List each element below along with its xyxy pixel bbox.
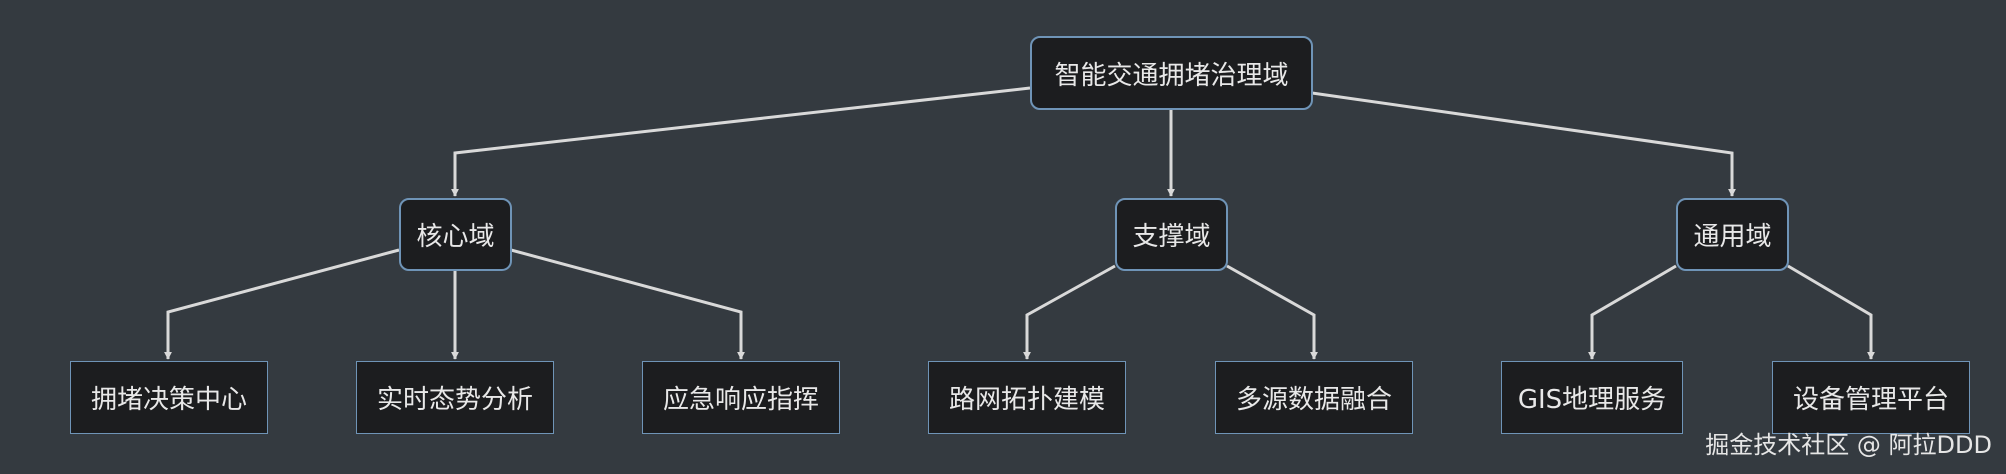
- leaf-node-label: GIS地理服务: [1517, 385, 1667, 415]
- edge-support-to-leaf-2: [1226, 264, 1318, 360]
- leaf-node-multi-source-data-fusion: 多源数据融合: [1215, 361, 1413, 434]
- root-node: 智能交通拥堵治理域: [1030, 36, 1313, 110]
- domain-node-label: 核心域: [416, 222, 495, 252]
- watermark-text: 掘金技术社区 @ 阿拉DDD: [1705, 431, 1992, 459]
- leaf-node-realtime-situation-analysis: 实时态势分析: [356, 361, 554, 434]
- edge-root-to-generic: [1311, 91, 1736, 197]
- domain-node-label: 支撑域: [1132, 222, 1211, 252]
- leaf-node-label: 设备管理平台: [1792, 385, 1949, 415]
- leaf-node-device-management-platform: 设备管理平台: [1772, 361, 1970, 434]
- leaf-node-label: 实时态势分析: [376, 385, 533, 415]
- edge-core-to-leaf-1: [164, 248, 400, 360]
- domain-node-label: 通用域: [1693, 222, 1772, 252]
- domain-node-generic: 通用域: [1676, 198, 1789, 271]
- leaf-node-label: 应急响应指挥: [662, 385, 819, 415]
- domain-node-core: 核心域: [399, 198, 512, 271]
- edge-generic-to-leaf-2: [1787, 264, 1875, 360]
- leaf-node-gis-service: GIS地理服务: [1501, 361, 1683, 434]
- leaf-node-label: 拥堵决策中心: [90, 385, 247, 415]
- leaf-node-road-network-topology: 路网拓扑建模: [928, 361, 1126, 434]
- leaf-node-label: 路网拓扑建模: [948, 385, 1105, 415]
- edge-root-to-core: [451, 86, 1031, 197]
- edge-core-to-leaf-3: [510, 248, 745, 360]
- edge-generic-to-leaf-1: [1588, 264, 1677, 360]
- leaf-node-label: 多源数据融合: [1235, 385, 1392, 415]
- edge-support-to-leaf-1: [1023, 264, 1116, 360]
- domain-node-support: 支撑域: [1115, 198, 1228, 271]
- leaf-node-congestion-decision-center: 拥堵决策中心: [70, 361, 268, 434]
- leaf-node-emergency-response-command: 应急响应指挥: [642, 361, 840, 434]
- root-node-label: 智能交通拥堵治理域: [1054, 60, 1289, 91]
